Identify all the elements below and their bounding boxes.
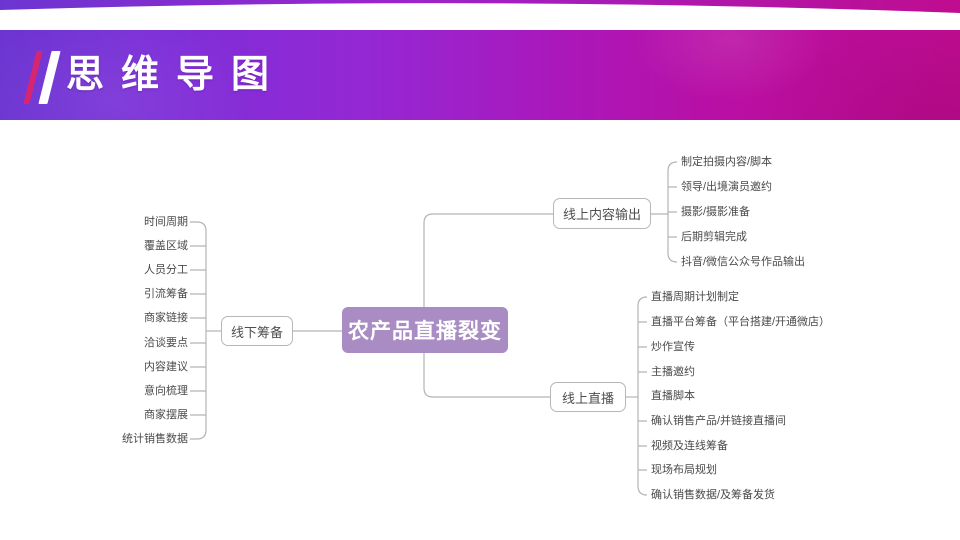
leaf-label: 确认销售数据/及筹备发货: [651, 489, 776, 501]
leaf-label: 后期剪辑完成: [681, 231, 747, 243]
leaf-label: 摄影/摄影准备: [681, 206, 751, 218]
branch-node-online-live: 线上直播: [550, 382, 626, 412]
leaf-label: 洽谈要点: [144, 337, 188, 349]
top-edge-ribbon: [0, 0, 960, 13]
header-banner: 思维导图: [0, 30, 960, 120]
leaf-label: 意向梳理: [144, 385, 188, 397]
leaf-label: 商家链接: [144, 312, 188, 324]
leaf-label: 直播平台筹备（平台搭建/开通微店）: [651, 316, 831, 328]
leaf-label: 主播邀约: [651, 366, 695, 378]
leaf-label: 领导/出境演员邀约: [681, 181, 773, 193]
leaf-label: 抖音/微信公众号作品输出: [681, 256, 806, 268]
page-title: 思维导图: [66, 54, 287, 96]
leaf-label: 内容建议: [144, 361, 188, 373]
leaf-label: 引流筹备: [144, 288, 188, 300]
branch-node-offline-prep: 线下筹备: [221, 316, 293, 346]
leaf-label: 视频及连线筹备: [651, 440, 728, 452]
leaf-label: 统计销售数据: [122, 433, 188, 445]
leaf-label: 炒作宣传: [651, 341, 695, 353]
leaf-label: 时间周期: [144, 216, 188, 228]
leaf-label: 直播周期计划制定: [651, 291, 739, 303]
leaf-label: 制定拍摄内容/脚本: [681, 156, 773, 168]
leaf-label: 现场布局规划: [651, 464, 717, 476]
leaf-label: 覆盖区域: [144, 240, 188, 252]
leaf-label: 人员分工: [144, 264, 188, 276]
leaf-label: 直播脚本: [651, 390, 695, 402]
leaf-label: 商家摆展: [144, 409, 188, 421]
branch-node-online-content: 线上内容输出: [553, 198, 651, 229]
center-node: 农产品直播裂变: [342, 307, 508, 353]
leaf-label: 确认销售产品/并链接直播间: [651, 415, 787, 427]
